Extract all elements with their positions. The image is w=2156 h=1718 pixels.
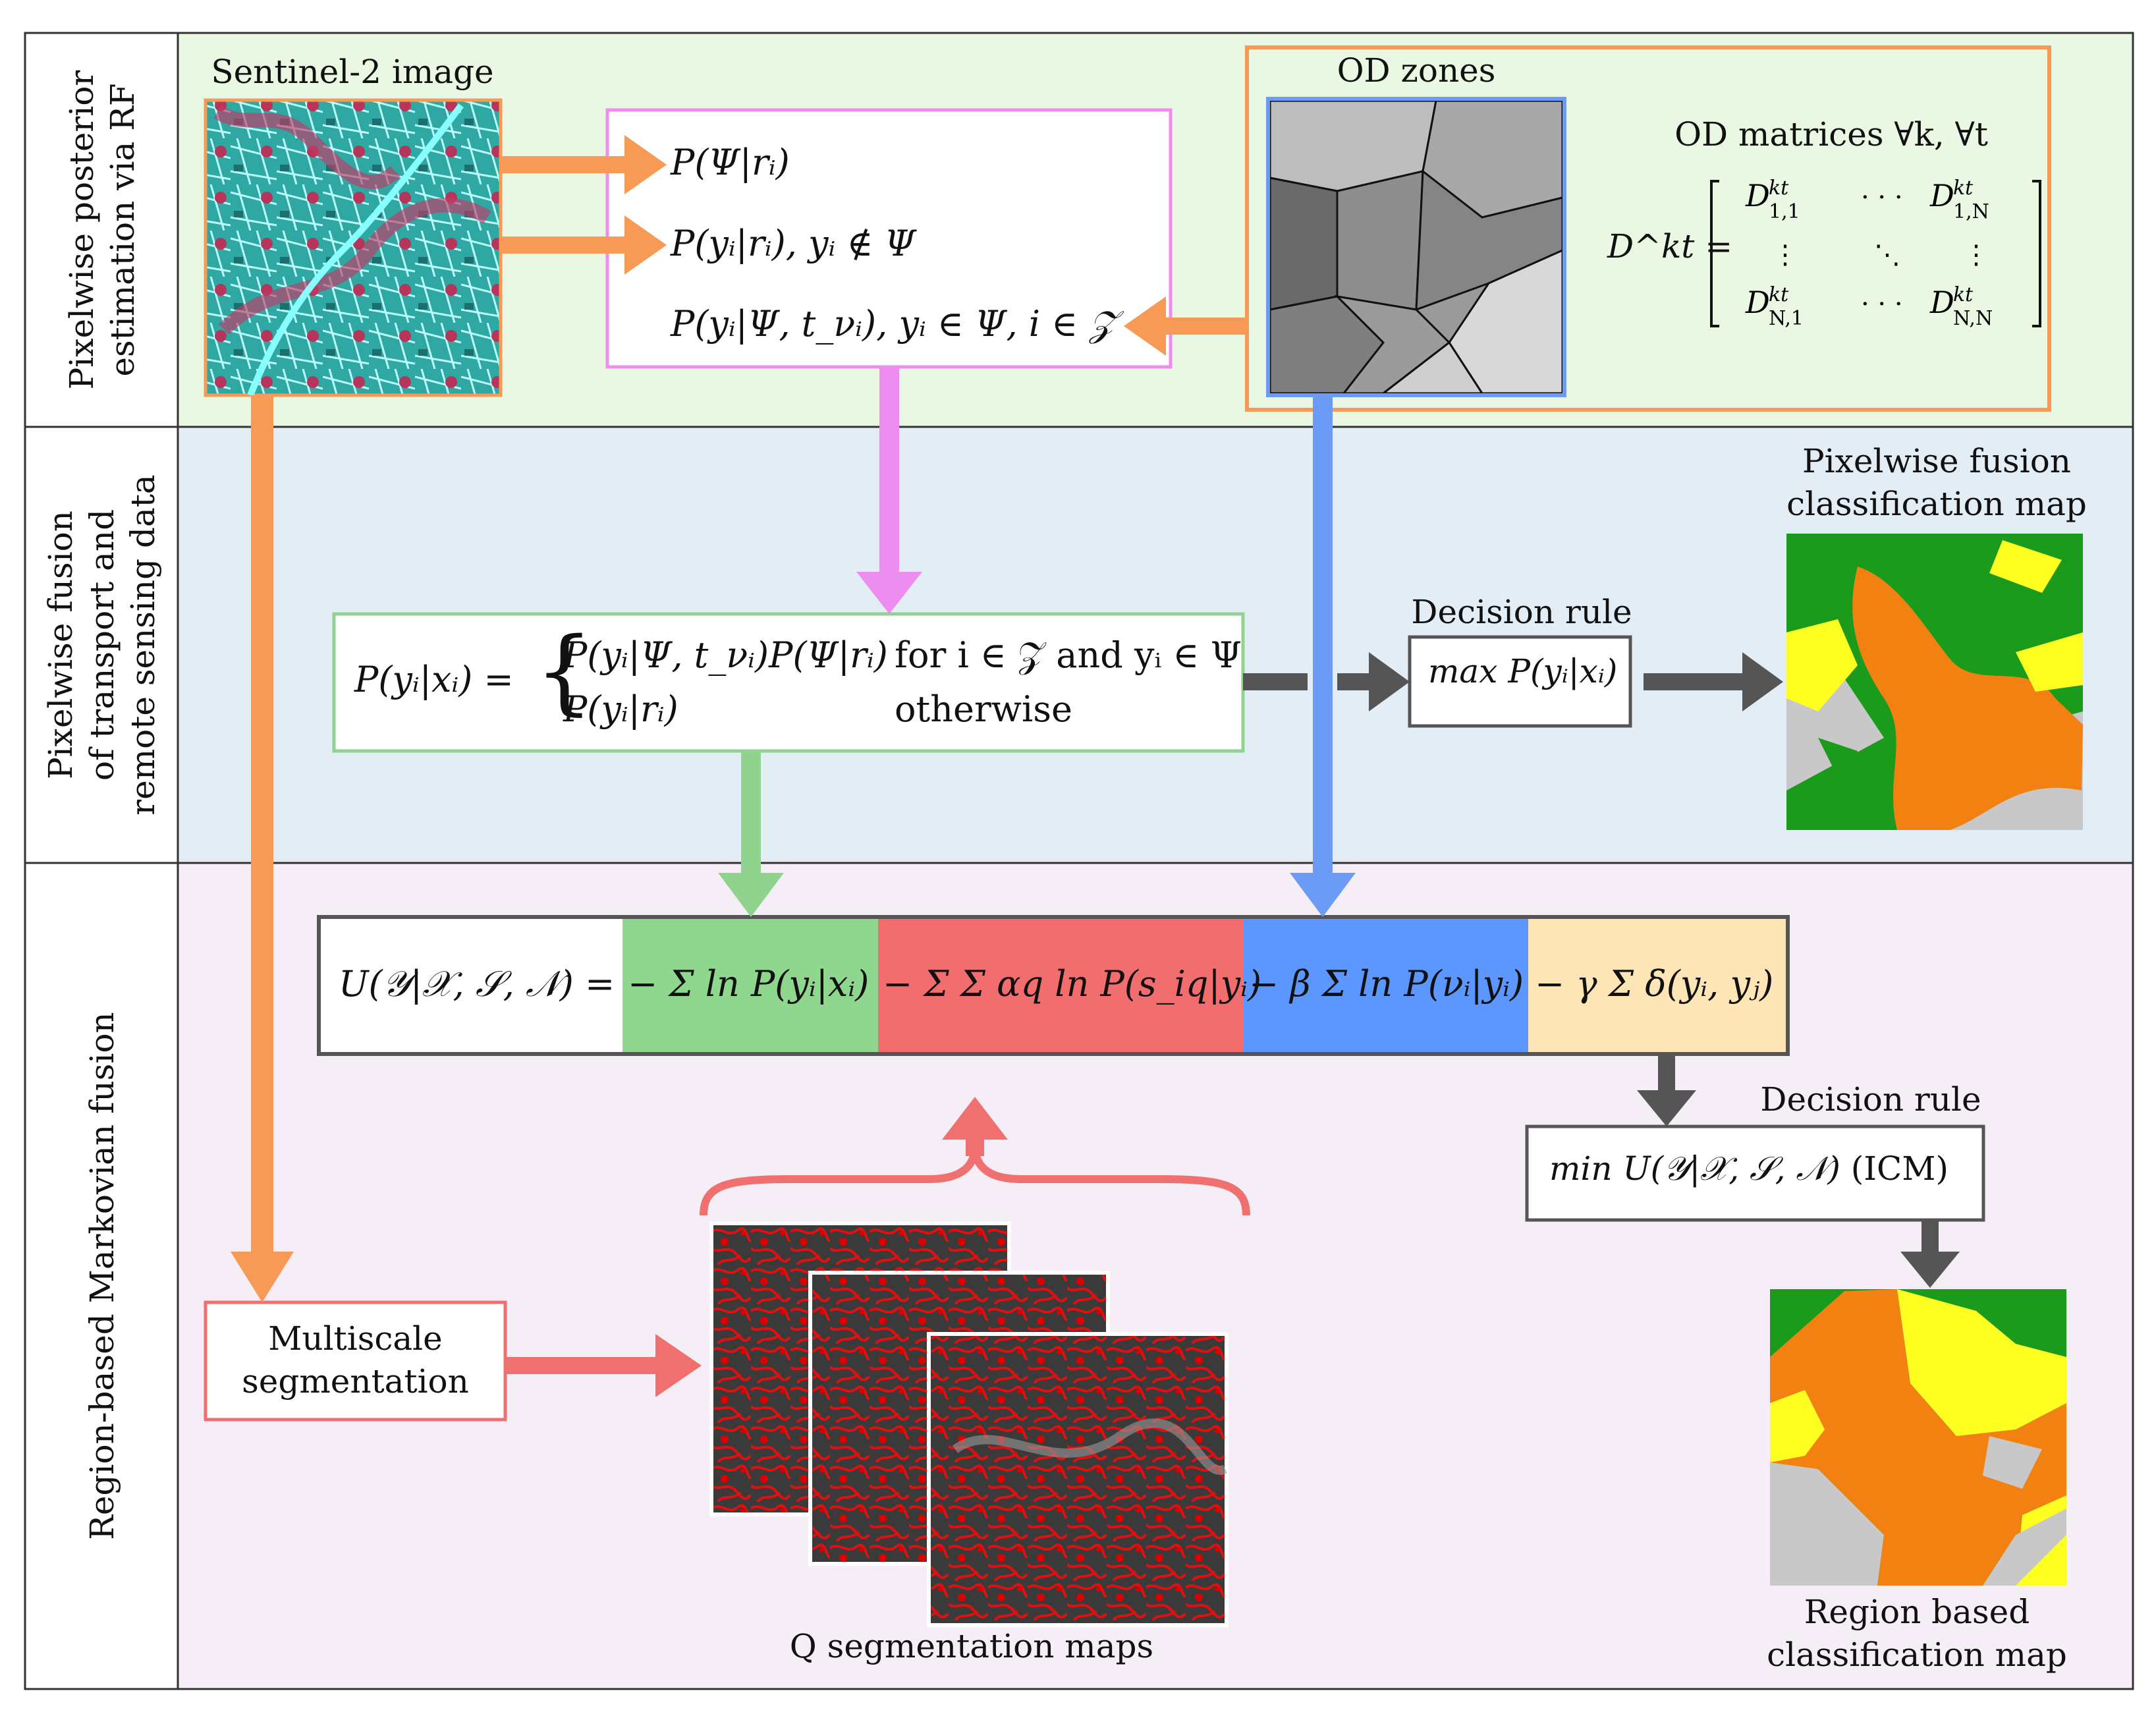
energy-term1: − Σ ln P(yᵢ|xᵢ) [628,963,870,1005]
min-rule-box [1525,1124,1985,1222]
svg-text:1,N: 1,N [1953,200,1989,223]
fusion-cond: for i ∈ 𝒵 and yᵢ ∈ Ψ [895,634,1242,676]
energy-term4: − γ Σ δ(yᵢ, yⱼ) [1535,963,1774,1005]
term3-bg [1244,919,1528,1052]
energy-term3: − β Σ ln P(νᵢ|yᵢ) [1249,963,1524,1005]
posterior-box [605,108,1173,369]
energy-term2: − Σ Σ αq ln P(s_iq|yᵢ) [883,963,1262,1005]
svg-text:kt: kt [1953,177,1974,200]
term1-bg [622,919,878,1052]
decision-rule-2-label: Decision rule [1760,1080,1981,1119]
svg-text:D: D [1745,285,1770,320]
svg-text:D: D [1929,178,1954,213]
fusion-lhs: P(yᵢ|xᵢ) = [354,659,514,700]
row-label-3: Region-based Markovian fusion [82,1012,121,1540]
pixelwise-classification-map [1786,534,2083,830]
svg-text:D: D [1745,178,1770,213]
segmaps-label: Q segmentation maps [789,1627,1154,1665]
max-rule-formula: max P(yᵢ|xᵢ) [1428,652,1618,690]
od-matrix: D kt 1,1 · · · D kt 1,N ⋮ ⋱ ⋮ D kt N,1 ·… [1710,177,2041,330]
od-outer-box [1245,45,2051,412]
svg-text:1,1: 1,1 [1769,200,1800,223]
svg-text:N,1: N,1 [1769,307,1804,330]
svg-text:N,N: N,N [1953,307,1993,330]
energy-lhs: U(𝒴|𝒳, 𝒮, 𝒩) = [339,963,615,1005]
svg-text:D: D [1929,285,1954,320]
decision-rule-1-label: Decision rule [1411,593,1632,631]
fusion-brace: { [535,618,594,725]
region-classification-map [1770,1289,2066,1586]
fusion-case2: P(yᵢ|rᵢ) [563,688,678,730]
segmentation-maps-stack [709,1221,1229,1627]
svg-text:kt: kt [1769,283,1789,306]
svg-text:kt: kt [1769,177,1789,200]
fusion-otherwise: otherwise [895,688,1072,730]
svg-text:⋱: ⋱ [1874,240,1900,270]
od-zones-label: OD zones [1337,51,1496,90]
formula-non-transport: P(yᵢ|rᵢ), yᵢ ∉ Ψ [671,223,916,264]
svg-text:⋮: ⋮ [1772,240,1798,270]
max-rule-box [1408,635,1632,728]
term4-bg [1528,919,1786,1052]
sentinel-image [204,98,503,397]
svg-text:· · ·: · · · [1861,182,1903,213]
svg-text:⋮: ⋮ [1963,240,1989,270]
arrows [231,135,1960,1397]
formula-transport: P(yᵢ|Ψ, t_νᵢ), yᵢ ∈ Ψ, i ∈ 𝒵 [671,303,1117,345]
svg-text:kt: kt [1953,283,1974,306]
od-matrices-label: OD matrices ∀k, ∀t [1674,115,1988,153]
formula-psi: P(Ψ|rᵢ) [671,142,790,183]
svg-text:· · ·: · · · [1861,289,1903,319]
fusion-box [332,612,1245,753]
term2-bg [878,919,1244,1052]
fusion-case1: P(yᵢ|Ψ, t_νᵢ)P(Ψ|rᵢ) [563,634,888,676]
sentinel-label: Sentinel-2 image [211,53,494,91]
min-rule-formula: min U(𝒴|𝒳, 𝒮, 𝒩) (ICM) [1549,1150,1949,1188]
